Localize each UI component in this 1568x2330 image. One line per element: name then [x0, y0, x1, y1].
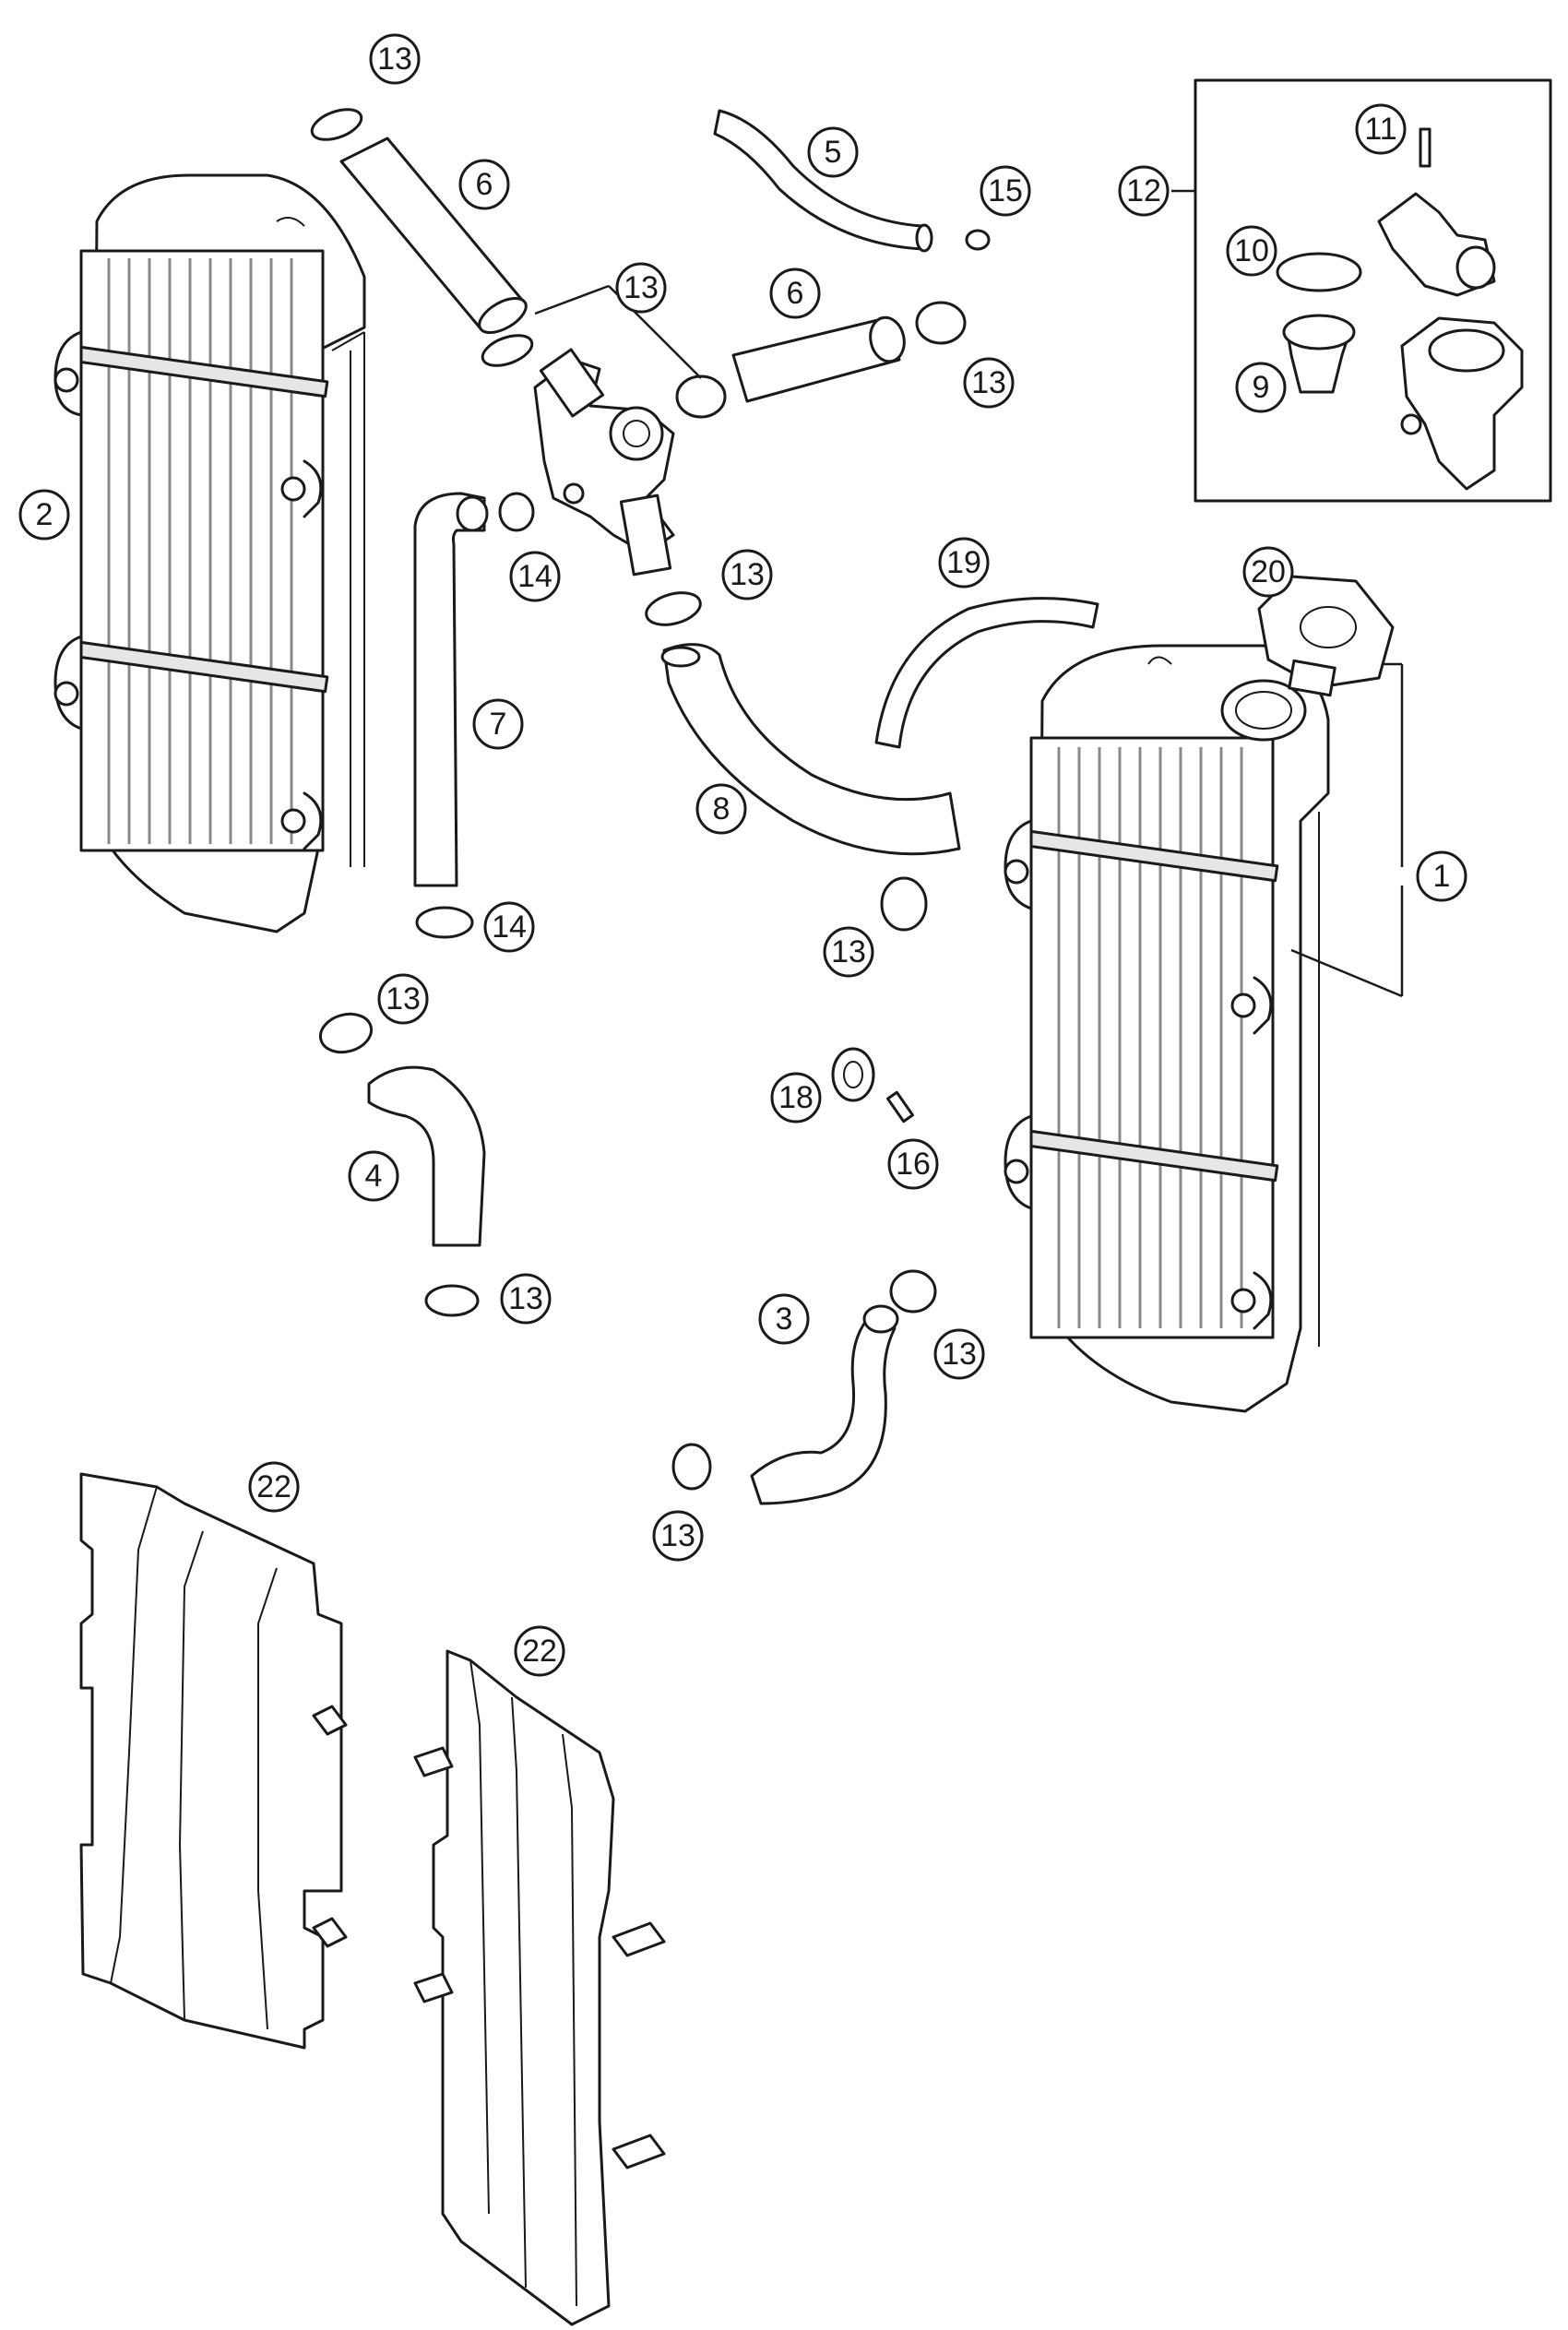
- callout-19: 19: [938, 537, 990, 588]
- svg-text:13: 13: [942, 1337, 977, 1372]
- svg-text:13: 13: [508, 1281, 543, 1316]
- clamp-13-hose4-top: [318, 1012, 374, 1054]
- clamp-14-upper: [498, 492, 535, 532]
- clamp-14-lower: [415, 906, 474, 939]
- thermostat-cover: [1377, 192, 1496, 297]
- svg-text:15: 15: [988, 173, 1023, 208]
- svg-text:13: 13: [386, 981, 421, 1016]
- svg-text:10: 10: [1234, 233, 1269, 268]
- hose-4: [367, 1065, 486, 1247]
- left-radiator: [53, 173, 366, 933]
- hose-8: [660, 643, 961, 856]
- grommet-18: [831, 1047, 875, 1102]
- callout-13-top: 13: [369, 33, 421, 85]
- svg-text:13: 13: [730, 557, 765, 592]
- callout-22-right: 22: [514, 1625, 565, 1677]
- callout-10: 10: [1226, 225, 1277, 277]
- callout-14-lower: 14: [483, 901, 535, 953]
- callout-16: 16: [887, 1138, 939, 1190]
- svg-text:1: 1: [1433, 859, 1451, 894]
- thermostat-9: [1282, 314, 1356, 394]
- thermostat-housing-lower: [1400, 316, 1524, 491]
- hose-5: [713, 109, 933, 253]
- hose-7: [413, 492, 489, 887]
- callout-6-upper: 6: [458, 159, 510, 210]
- svg-text:13: 13: [624, 270, 659, 305]
- right-radiator: [1004, 644, 1330, 1413]
- callout-3: 3: [758, 1293, 810, 1345]
- callout-15: 15: [980, 165, 1031, 217]
- radiator-cap-20: [1257, 575, 1395, 697]
- thermostat-detail-box: [1171, 78, 1552, 503]
- callout-8: 8: [695, 783, 747, 835]
- svg-text:6: 6: [787, 276, 804, 311]
- clamp-13-lower-thermo: [645, 591, 702, 626]
- clamp-13-hose3-bottom: [671, 1443, 712, 1491]
- svg-text:13: 13: [971, 365, 1006, 400]
- o-ring-10: [1276, 252, 1362, 292]
- clamp-13-top: [310, 108, 363, 141]
- radiator-guard-right: [413, 1649, 666, 2326]
- svg-text:13: 13: [831, 934, 866, 969]
- svg-text:13: 13: [660, 1518, 695, 1553]
- svg-text:20: 20: [1251, 554, 1286, 589]
- svg-text:9: 9: [1253, 370, 1270, 405]
- svg-text:12: 12: [1126, 173, 1161, 208]
- hose-6-upper: [339, 137, 528, 335]
- svg-text:3: 3: [776, 1302, 793, 1337]
- callout-20: 20: [1242, 546, 1294, 598]
- callout-13-hose3-top: 13: [933, 1328, 985, 1380]
- clamp-13-right: [915, 301, 967, 345]
- svg-text:14: 14: [517, 559, 552, 594]
- svg-text:22: 22: [256, 1469, 291, 1504]
- svg-text:13: 13: [377, 42, 412, 77]
- svg-text:11: 11: [1364, 112, 1396, 147]
- radiator-guard-left: [79, 1472, 348, 2050]
- callout-13-lower-thermo: 13: [721, 549, 773, 600]
- svg-text:2: 2: [36, 497, 53, 532]
- callout-13-right-hose: 13: [963, 357, 1015, 409]
- callout-13-thermo: 13: [615, 262, 667, 314]
- hose-6-mid: [731, 315, 906, 403]
- callout-14-upper: 14: [509, 551, 561, 602]
- svg-text:5: 5: [825, 135, 842, 170]
- clamp-13-hose8: [880, 876, 928, 932]
- callout-13-hose4-bottom: 13: [500, 1273, 552, 1325]
- screw-11: [1419, 127, 1431, 168]
- clamp-13-hose4-bottom: [424, 1284, 480, 1317]
- svg-text:18: 18: [778, 1080, 814, 1115]
- callout-13-hose4-top: 13: [377, 973, 429, 1025]
- callout-7: 7: [472, 698, 524, 750]
- svg-text:4: 4: [365, 1159, 383, 1194]
- hose-3: [750, 1304, 899, 1505]
- callout-12: 12: [1118, 165, 1170, 217]
- svg-text:16: 16: [896, 1147, 931, 1182]
- callout-9: 9: [1235, 362, 1287, 413]
- svg-text:7: 7: [490, 707, 507, 742]
- callout-4: 4: [348, 1150, 399, 1202]
- svg-text:19: 19: [946, 545, 981, 580]
- callout-2: 2: [18, 489, 70, 541]
- clamp-13-thermo: [675, 374, 727, 419]
- clamp-13-upper-hose6: [481, 334, 534, 367]
- thermostat-housing: [533, 348, 675, 577]
- svg-text:6: 6: [476, 167, 493, 202]
- svg-text:14: 14: [492, 909, 527, 945]
- svg-text:8: 8: [713, 791, 731, 826]
- svg-text:22: 22: [522, 1634, 557, 1669]
- callout-13-hose8: 13: [823, 926, 874, 978]
- hose-19: [874, 597, 1099, 749]
- screw-16: [885, 1090, 915, 1123]
- callout-13-hose3-bottom: 13: [652, 1510, 704, 1562]
- callout-6-mid: 6: [769, 267, 821, 319]
- clamp-13-hose3-top: [889, 1269, 937, 1314]
- clamp-15: [965, 229, 991, 251]
- hose-clamps: [310, 108, 991, 1491]
- callout-18: 18: [770, 1072, 822, 1123]
- callout-5: 5: [807, 126, 859, 178]
- callout-1: 1: [1416, 850, 1467, 902]
- callout-11: 11: [1355, 103, 1407, 155]
- callout-22-left: 22: [248, 1461, 300, 1513]
